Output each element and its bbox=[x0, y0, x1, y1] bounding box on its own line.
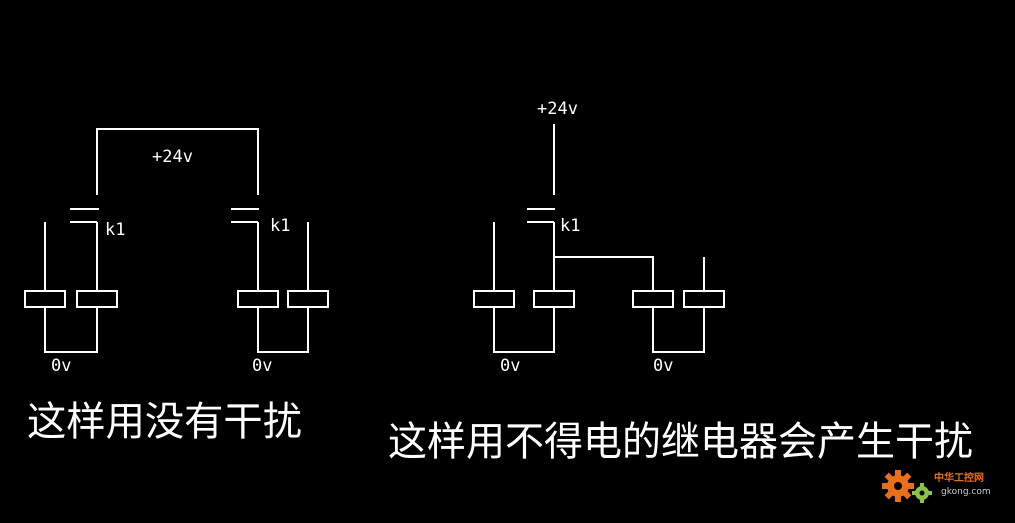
left-coil-3 bbox=[237, 290, 279, 308]
left-contact-label-2: k1 bbox=[270, 216, 290, 236]
left-ground-wire-1 bbox=[44, 307, 98, 353]
gkong-watermark: 中华工控网 gkong.com bbox=[882, 470, 991, 503]
gear-icon bbox=[882, 470, 914, 502]
right-coil-1 bbox=[473, 290, 515, 308]
left-coil-1 bbox=[24, 290, 66, 308]
right-ground-wire-2 bbox=[652, 307, 705, 353]
right-coil-3 bbox=[632, 290, 674, 308]
left-ground-label-1: 0v bbox=[51, 356, 71, 376]
right-contact-label: k1 bbox=[560, 216, 580, 236]
right-supply-label: +24v bbox=[537, 99, 578, 119]
left-circuit: +24v k1 k1 0v 0v 这样用没有干扰 bbox=[24, 128, 329, 445]
left-coil-4 bbox=[287, 290, 329, 308]
right-caption: 这样用不得电的继电器会产生干扰 bbox=[388, 419, 973, 465]
right-coil-4 bbox=[683, 290, 725, 308]
left-ground-label-2: 0v bbox=[252, 356, 272, 376]
left-coil-2 bbox=[76, 290, 118, 308]
left-caption: 这样用没有干扰 bbox=[27, 399, 302, 445]
right-circuit: +24v k1 0v 0v 这样用不得电的继电器会产生干扰 bbox=[388, 99, 973, 465]
right-ground-label-1: 0v bbox=[500, 356, 520, 376]
right-cross-wire bbox=[554, 256, 654, 291]
right-ground-wire-1 bbox=[493, 307, 555, 353]
left-ground-wire-2 bbox=[257, 307, 309, 353]
small-gear-icon bbox=[912, 483, 932, 503]
watermark-title: 中华工控网 bbox=[934, 471, 984, 484]
watermark-url: gkong.com bbox=[941, 487, 991, 497]
right-ground-label-2: 0v bbox=[653, 356, 673, 376]
left-supply-label: +24v bbox=[152, 147, 193, 167]
left-supply-wire bbox=[96, 128, 259, 195]
right-coil-2 bbox=[533, 290, 575, 308]
left-contact-label-1: k1 bbox=[105, 220, 125, 240]
